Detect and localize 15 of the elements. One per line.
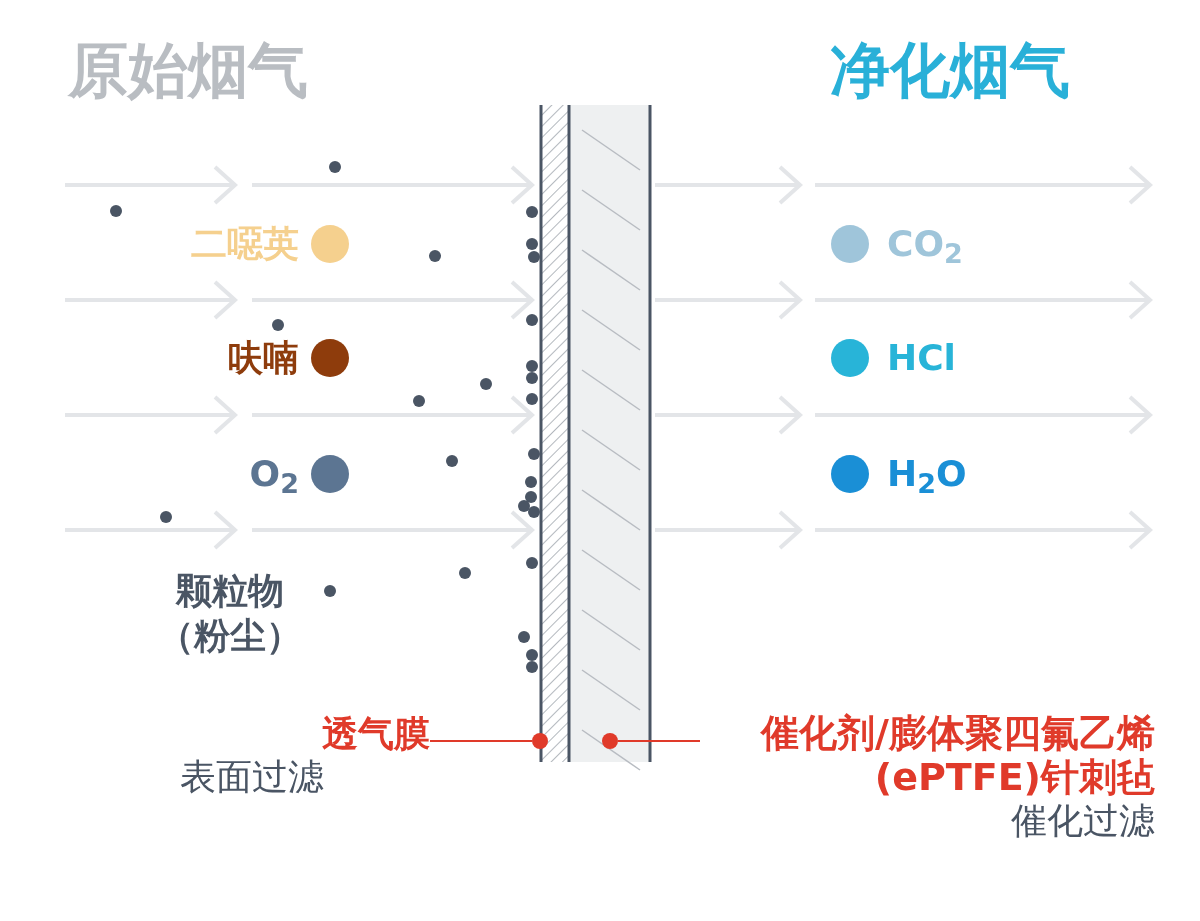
leader-line bbox=[617, 740, 701, 742]
callout-text: 表面过滤 bbox=[180, 755, 325, 799]
particle-label: 颗粒物（粉尘） bbox=[157, 569, 303, 658]
heading: 原始烟气 bbox=[68, 40, 308, 100]
legend-label: 二噁英 bbox=[191, 226, 299, 262]
legend-label: HCl bbox=[887, 340, 956, 376]
leader-line bbox=[429, 740, 533, 742]
legend-label: CO$_{2}$ bbox=[887, 226, 963, 262]
legend-label: O$_{2}$ bbox=[249, 456, 299, 492]
legend-label: H$_{2}$O bbox=[887, 456, 967, 492]
heading: 净化烟气 bbox=[830, 40, 1070, 100]
legend-label: 呋喃 bbox=[227, 340, 299, 376]
callout-text: 催化过滤 bbox=[1010, 799, 1155, 843]
callout-title: 催化剂/膨体聚四氟乙烯(ePTFE)针刺毡 bbox=[759, 712, 1155, 800]
callout-title: 透气膜 bbox=[321, 712, 430, 756]
